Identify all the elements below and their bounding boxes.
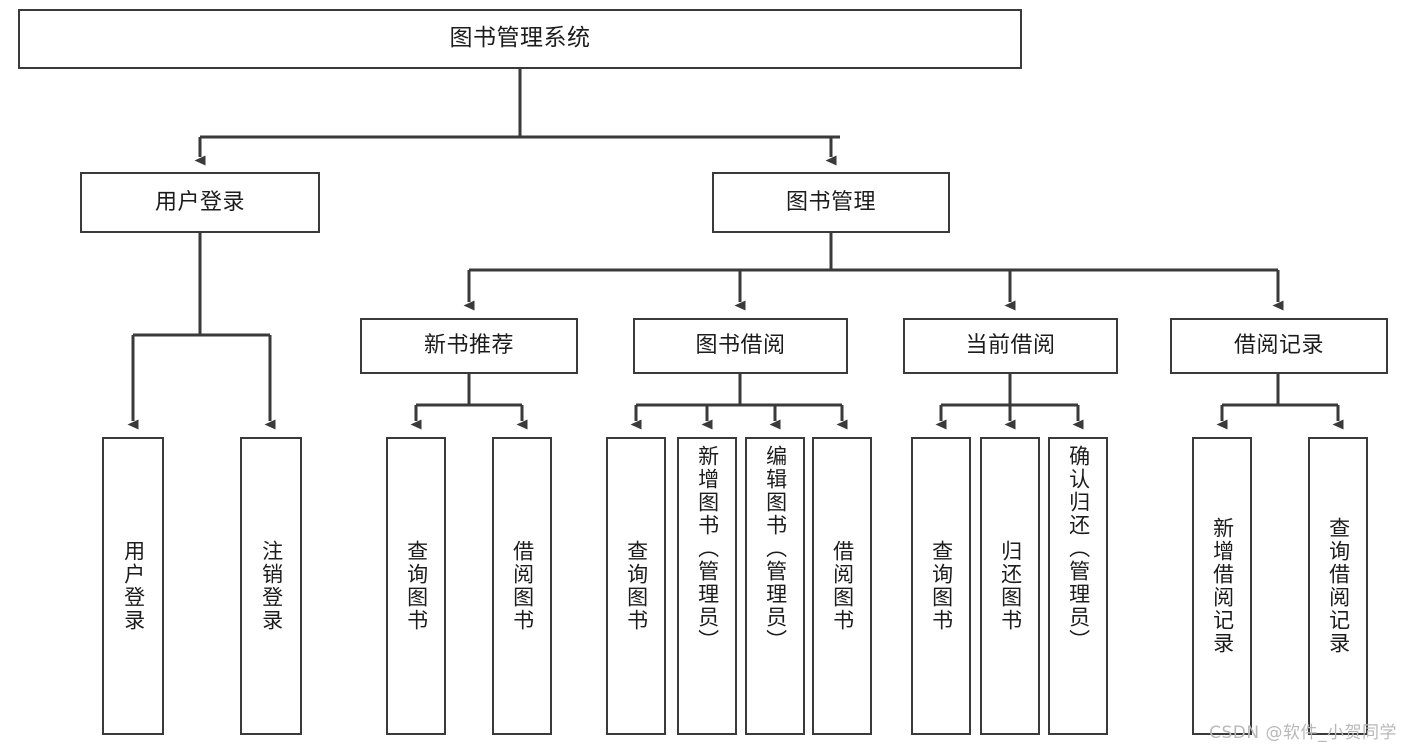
node-borrow-records-label: 借阅记录: [1233, 333, 1324, 359]
node-current-borrow-label: 当前借阅: [965, 333, 1056, 359]
leaf-query-book-current[interactable]: 查询图书: [911, 437, 971, 735]
csdn-watermark: CSDN @软件_小贺同学: [1209, 723, 1397, 743]
leaf-add-borrow-record[interactable]: 新增借阅记录: [1192, 437, 1252, 735]
leaf-query-book-newbook[interactable]: 查询图书: [386, 437, 446, 735]
node-book-management[interactable]: 图书管理: [712, 172, 950, 233]
node-root-label: 图书管理系统: [449, 25, 591, 52]
node-current-borrow[interactable]: 当前借阅: [903, 318, 1118, 374]
leaf-query-book-borrow-label: 查询图书: [624, 540, 649, 632]
leaf-query-book-newbook-label: 查询图书: [404, 540, 429, 632]
leaf-add-book-admin-label: 新增图书（管理员）: [695, 445, 720, 652]
leaf-borrow-book-newbook[interactable]: 借阅图书: [492, 437, 552, 735]
leaf-user-login[interactable]: 用户登录: [102, 437, 164, 735]
leaf-borrow-book-borrow[interactable]: 借阅图书: [812, 437, 872, 735]
leaf-return-book[interactable]: 归还图书: [980, 437, 1040, 735]
leaf-edit-book-admin-label: 编辑图书（管理员）: [763, 445, 788, 652]
node-user-login-label: 用户登录: [154, 189, 245, 215]
leaf-add-borrow-record-label: 新增借阅记录: [1210, 517, 1235, 655]
node-book-management-label: 图书管理: [785, 189, 876, 215]
leaf-query-borrow-record[interactable]: 查询借阅记录: [1308, 437, 1368, 735]
node-borrow-records[interactable]: 借阅记录: [1170, 318, 1388, 374]
node-book-borrow-label: 图书借阅: [695, 333, 786, 359]
leaf-confirm-return-admin[interactable]: 确认归还（管理员）: [1048, 437, 1108, 735]
leaf-query-borrow-record-label: 查询借阅记录: [1326, 517, 1351, 655]
leaf-query-book-borrow[interactable]: 查询图书: [606, 437, 666, 735]
leaf-borrow-book-newbook-label: 借阅图书: [510, 540, 535, 632]
leaf-confirm-return-admin-label: 确认归还（管理员）: [1066, 445, 1091, 652]
leaf-query-book-current-label: 查询图书: [929, 540, 954, 632]
node-new-book-recommend-label: 新书推荐: [423, 333, 514, 359]
leaf-borrow-book-borrow-label: 借阅图书: [830, 540, 855, 632]
node-user-login[interactable]: 用户登录: [80, 172, 320, 233]
node-root[interactable]: 图书管理系统: [18, 9, 1022, 69]
leaf-edit-book-admin[interactable]: 编辑图书（管理员）: [745, 437, 805, 735]
leaf-logout[interactable]: 注销登录: [240, 437, 302, 735]
leaf-add-book-admin[interactable]: 新增图书（管理员）: [677, 437, 737, 735]
leaf-return-book-label: 归还图书: [998, 540, 1023, 632]
leaf-logout-label: 注销登录: [259, 540, 284, 632]
node-new-book-recommend[interactable]: 新书推荐: [360, 318, 578, 374]
leaf-user-login-label: 用户登录: [121, 540, 146, 632]
node-book-borrow[interactable]: 图书借阅: [633, 318, 848, 374]
